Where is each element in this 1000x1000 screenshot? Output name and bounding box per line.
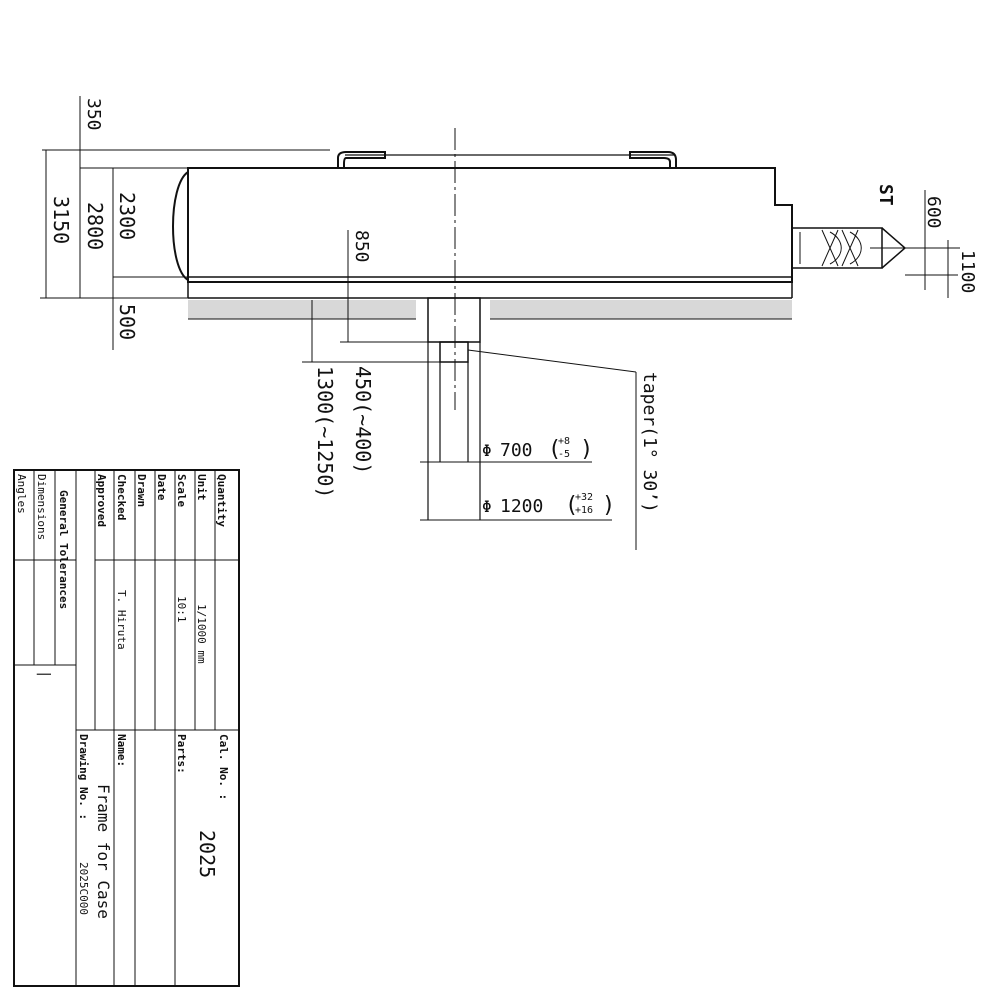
dia-1200-value: 1200	[500, 496, 543, 517]
dim-3150: 3150	[49, 196, 73, 244]
dia-700-symbol: Φ	[482, 441, 492, 460]
tolerance-mark: |	[36, 670, 52, 678]
dim-450: 450(~400)	[351, 366, 375, 474]
dia-1200-symbol: Φ	[482, 497, 492, 516]
dia-1200-tol-upper: +32	[575, 492, 593, 503]
value-drawing-no: 2025C000	[77, 862, 90, 915]
dia-700-value: 700	[500, 440, 533, 461]
label-parts: Parts:	[175, 734, 188, 774]
dia-700-paren-open: (	[548, 437, 561, 462]
taper-label: taper(1° 30’)	[639, 372, 660, 513]
frame-body	[172, 167, 793, 299]
dia-1200-tol-lower: +16	[575, 505, 593, 516]
dia-1200-paren-open: (	[565, 493, 578, 518]
value-scale: 10:1	[175, 596, 188, 623]
ground-hatching-left	[188, 300, 416, 320]
value-unit: 1/1000 mm	[195, 604, 208, 664]
label-unit: Unit	[195, 474, 208, 501]
dia-1200-callout: Φ 1200 +32 +16 ( )	[482, 492, 615, 518]
label-quantity: Quantity	[215, 474, 228, 527]
label-checked: Checked	[115, 474, 128, 520]
label-cal-no: Cal. No. :	[217, 734, 230, 800]
dia-700-paren-close: )	[580, 437, 593, 462]
dim-1100: 1100	[957, 250, 978, 293]
diameter-dimension-lines	[420, 461, 612, 521]
handle-right	[629, 151, 677, 169]
ground-hatching-right	[490, 300, 792, 320]
label-approved: Approved	[95, 474, 108, 527]
label-drawn: Drawn	[135, 474, 148, 507]
dia-700-callout: Φ 700 +8 -5 ( )	[482, 436, 593, 462]
label-date: Date	[155, 474, 168, 501]
label-general-tolerances: General Tolerances	[57, 490, 70, 609]
dim-2800: 2800	[83, 202, 107, 250]
left-dimension-lines	[40, 96, 330, 350]
label-drawing-no: Drawing No. :	[77, 734, 90, 820]
taper-leader	[467, 349, 637, 550]
center-dimension-lines	[302, 230, 440, 363]
label-angles: Angles	[15, 474, 28, 514]
dia-700-tol-lower: -5	[558, 449, 570, 460]
label-scale: Scale	[175, 474, 188, 507]
label-name: Name:	[115, 734, 128, 767]
title-block	[13, 469, 240, 987]
value-cal-no: 2025	[195, 830, 219, 878]
dia-1200-paren-close: )	[602, 493, 615, 518]
dim-600: 600	[923, 196, 944, 229]
bottom-boss	[427, 297, 481, 520]
dim-850: 850	[351, 230, 372, 263]
label-st: ST	[875, 184, 896, 206]
dim-2300: 2300	[115, 192, 139, 240]
value-checked: T. Hiruta	[115, 590, 128, 650]
dim-1300: 1300(~1250)	[313, 366, 337, 498]
right-dimension-lines	[870, 190, 960, 298]
dim-500: 500	[115, 304, 139, 340]
label-dimensions: Dimensions	[35, 474, 48, 540]
dim-350: 350	[83, 98, 104, 131]
dia-700-tol-upper: +8	[558, 436, 570, 447]
value-name: Frame for Case	[94, 784, 113, 919]
